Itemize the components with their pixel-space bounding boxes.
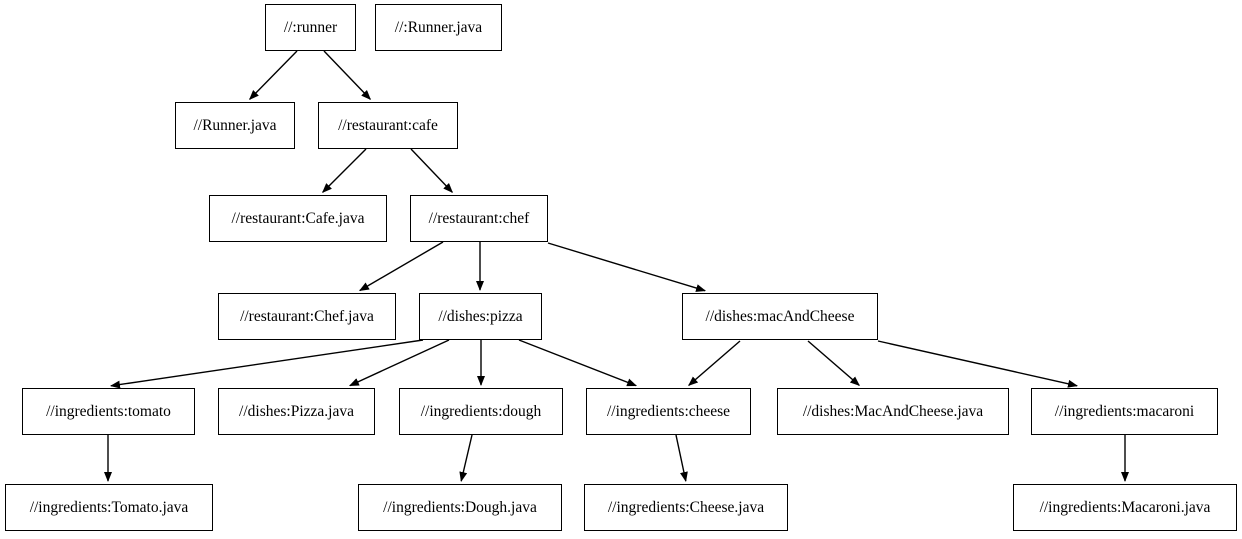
- graph-node-label: //:runner: [283, 18, 338, 36]
- graph-edge-restaurant_cafe-to-restaurant_chef: [410, 148, 453, 193]
- graph-node-label: //dishes:MacAndCheese.java: [802, 402, 984, 420]
- graph-edge-ingredients_dough-to-ingredients_dough_java: [459, 434, 473, 482]
- graph-edge-restaurant_chef-to-dishes_macandcheese: [547, 242, 706, 292]
- graph-node-runner_java[interactable]: //Runner.java: [175, 102, 295, 149]
- graph-node-ingredients_cheese_java[interactable]: //ingredients:Cheese.java: [584, 484, 788, 531]
- graph-node-label: //restaurant:cafe: [338, 116, 438, 134]
- graph-node-label: //restaurant:Cafe.java: [231, 209, 365, 227]
- graph-edge-restaurant_chef-to-restaurant_chef_java: [358, 241, 444, 292]
- graph-node-label: //dishes:Pizza.java: [239, 402, 354, 420]
- graph-edge-runner-to-restaurant_cafe: [323, 50, 371, 101]
- graph-node-ingredients_dough[interactable]: //ingredients:dough: [399, 388, 563, 435]
- graph-edge-dishes_macandcheese-to-ingredients_macaroni: [877, 340, 1079, 388]
- graph-node-runner[interactable]: //:runner: [265, 4, 356, 51]
- graph-node-ingredients_macaroni[interactable]: //ingredients:macaroni: [1031, 388, 1218, 435]
- graph-edge-restaurant_cafe-to-restaurant_cafe_java: [321, 148, 367, 193]
- graph-node-restaurant_cafe_java[interactable]: //restaurant:Cafe.java: [209, 195, 387, 242]
- graph-node-label: //ingredients:dough: [420, 402, 542, 420]
- graph-edge-dishes_pizza-to-ingredients_tomato: [109, 339, 424, 389]
- graph-node-dishes_macandcheese_java[interactable]: //dishes:MacAndCheese.java: [777, 388, 1009, 435]
- graph-node-label: //ingredients:Cheese.java: [607, 498, 765, 516]
- graph-node-restaurant_chef_java[interactable]: //restaurant:Chef.java: [218, 293, 396, 340]
- graph-node-label: //ingredients:tomato: [46, 402, 171, 420]
- graph-edge-dishes_pizza-to-dishes_pizza_java: [348, 339, 450, 387]
- graph-edge-ingredients_cheese-to-ingredients_cheese_java: [675, 434, 688, 482]
- graph-node-ingredients_tomato_java[interactable]: //ingredients:Tomato.java: [5, 484, 213, 531]
- graph-node-label: //ingredients:Tomato.java: [29, 498, 189, 516]
- graph-node-ingredients_tomato[interactable]: //ingredients:tomato: [22, 388, 195, 435]
- graph-node-label: //dishes:macAndCheese: [705, 307, 855, 325]
- graph-node-label: //restaurant:chef: [428, 209, 530, 227]
- graph-node-restaurant_chef[interactable]: //restaurant:chef: [410, 195, 548, 242]
- graph-edge-dishes_macandcheese-to-dishes_macandcheese_java: [807, 340, 861, 386]
- graph-edge-runner-to-runner_java: [249, 50, 298, 101]
- graph-node-label: //ingredients:Dough.java: [383, 498, 537, 516]
- graph-node-dishes_macandcheese[interactable]: //dishes:macAndCheese: [682, 293, 878, 340]
- graph-node-label: //ingredients:Macaroni.java: [1039, 498, 1211, 516]
- graph-node-label: //:Runner.java: [394, 18, 483, 36]
- graph-node-ingredients_cheese[interactable]: //ingredients:cheese: [586, 388, 751, 435]
- graph-node-dishes_pizza_java[interactable]: //dishes:Pizza.java: [218, 388, 375, 435]
- graph-node-root_runner_java[interactable]: //:Runner.java: [375, 4, 502, 51]
- graph-node-restaurant_cafe[interactable]: //restaurant:cafe: [318, 102, 458, 149]
- graph-node-label: //Runner.java: [193, 116, 277, 134]
- graph-node-label: //ingredients:macaroni: [1054, 402, 1195, 420]
- graph-edge-dishes_pizza-to-ingredients_cheese: [518, 339, 638, 387]
- graph-node-dishes_pizza[interactable]: //dishes:pizza: [419, 293, 542, 340]
- graph-node-ingredients_macaroni_java[interactable]: //ingredients:Macaroni.java: [1013, 484, 1237, 531]
- graph-edge-dishes_macandcheese-to-ingredients_cheese: [687, 340, 741, 386]
- graph-node-label: //ingredients:cheese: [606, 402, 731, 420]
- graph-node-label: //restaurant:Chef.java: [240, 307, 374, 325]
- graph-node-ingredients_dough_java[interactable]: //ingredients:Dough.java: [358, 484, 562, 531]
- graph-node-label: //dishes:pizza: [438, 307, 523, 325]
